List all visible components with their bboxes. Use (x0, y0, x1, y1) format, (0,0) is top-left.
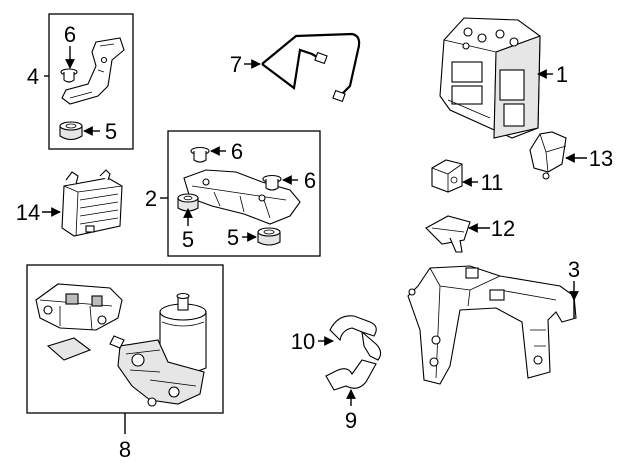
group-box-2 (167, 130, 321, 257)
control-module-14 (61, 169, 123, 237)
grommet-6-mid-b (262, 174, 282, 191)
callout-5-mid-b: 5 (227, 225, 239, 250)
bracket-4 (61, 37, 125, 105)
callout-8: 8 (119, 437, 131, 462)
callout-10: 10 (291, 329, 315, 354)
grommet-6-left (60, 68, 78, 83)
callout-11: 11 (481, 170, 504, 195)
abs-modulator-1 (439, 17, 541, 139)
leader-lines (42, 46, 587, 434)
bushing-5-mid-a (177, 193, 199, 212)
clip-12 (425, 215, 471, 253)
sensor-11 (431, 159, 463, 193)
bracket-plate-2 (183, 169, 301, 225)
brake-line-7 (261, 32, 361, 103)
callout-3: 3 (568, 257, 580, 282)
callout-4: 4 (27, 64, 39, 89)
pump-assembly-8 (35, 283, 207, 407)
sensor-13 (529, 131, 567, 180)
callout-14: 14 (16, 200, 40, 225)
bushing-5-mid-b (257, 227, 281, 246)
callout-1: 1 (556, 62, 568, 87)
bushing-5-left (59, 121, 83, 141)
callout-7: 7 (230, 52, 242, 77)
callout-6-left: 6 (64, 22, 76, 47)
callout-5-mid-a: 5 (182, 227, 194, 252)
callout-5-left: 5 (105, 119, 117, 144)
mounting-bracket-3 (407, 265, 577, 385)
callout-9: 9 (345, 408, 357, 433)
callout-6-mid-b: 6 (304, 168, 316, 193)
callout-12: 12 (491, 216, 515, 241)
callout-6-mid-a: 6 (231, 139, 243, 164)
callout-2: 2 (145, 186, 157, 211)
callout-13: 13 (589, 146, 613, 171)
callout-labels: 6 4 5 6 6 2 5 5 7 1 13 11 12 3 14 10 9 8 (16, 22, 613, 462)
grommet-6-mid-a (190, 146, 210, 163)
hose-10 (329, 315, 382, 361)
group-box-4 (48, 13, 134, 150)
hose-9 (325, 359, 377, 391)
